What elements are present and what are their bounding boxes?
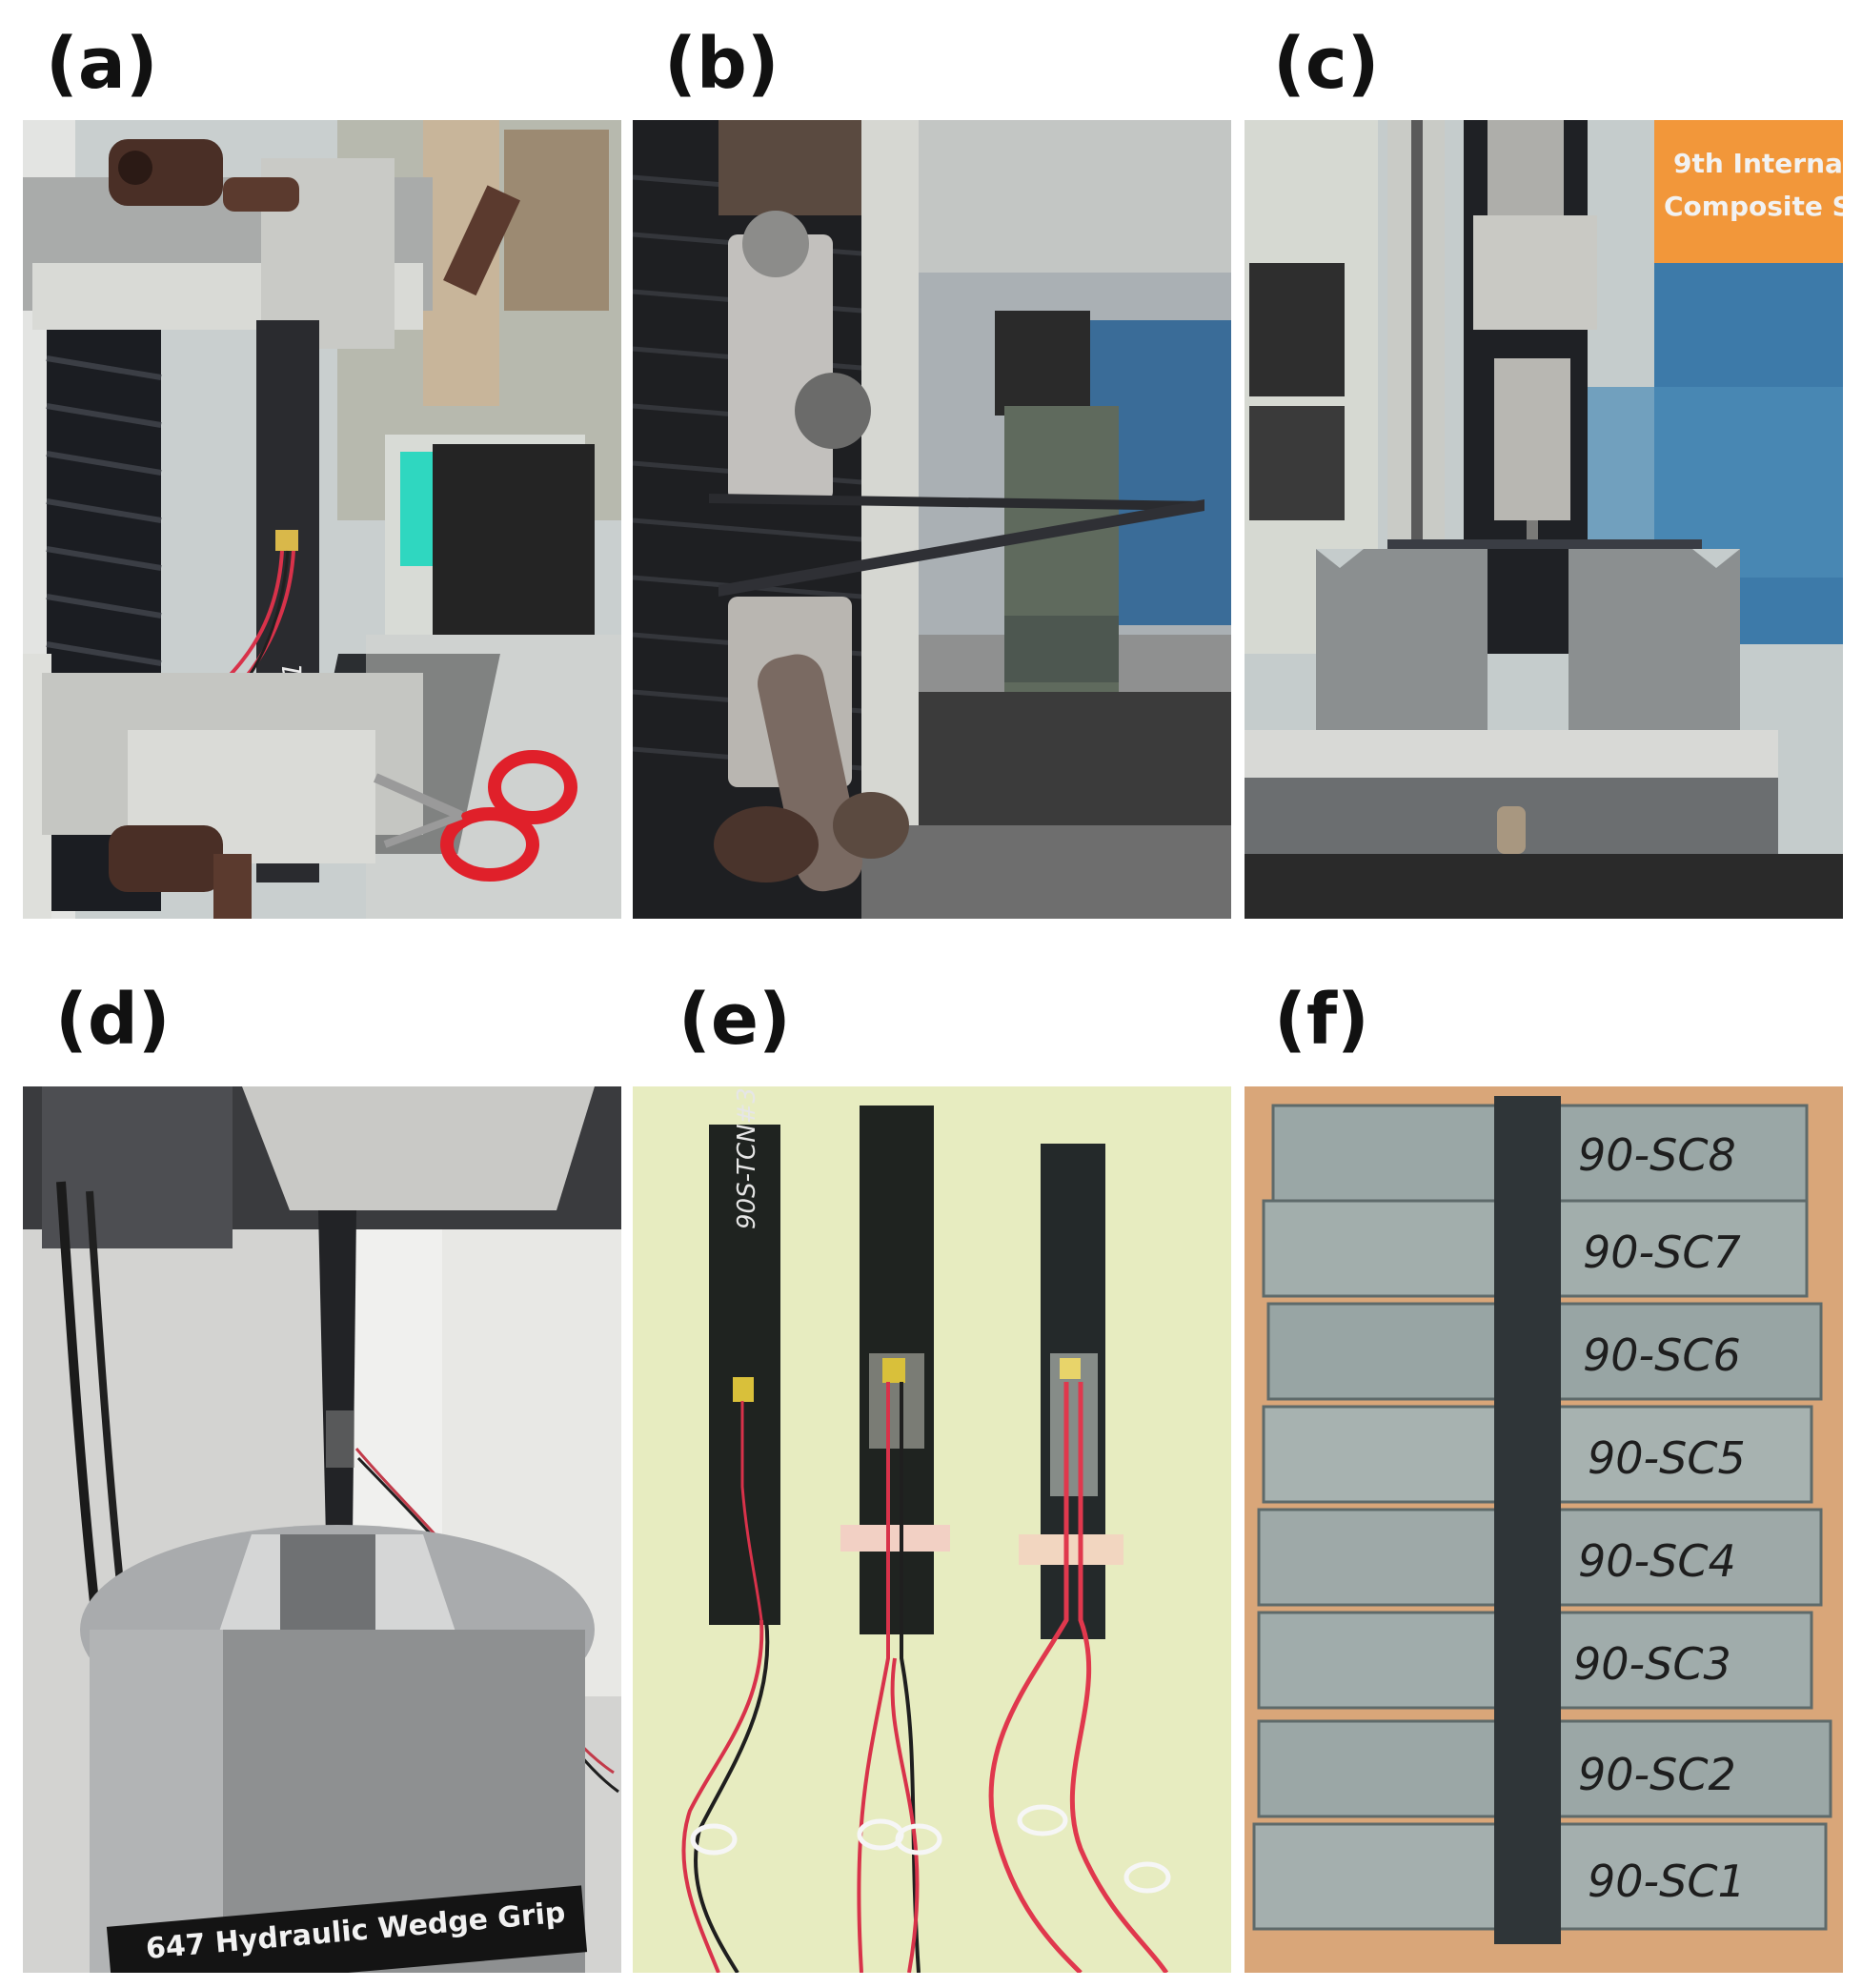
specimen-label: 90-SC4 — [1578, 1535, 1736, 1587]
specimen-label: 90-SC6 — [1583, 1329, 1741, 1381]
specimen-label: 90-SC2 — [1578, 1749, 1736, 1800]
photo-panel-e: 90S-TCN#3 — [633, 1086, 1231, 1973]
poster-text-1: 9th Internatio — [1673, 148, 1843, 179]
specimen-label: 90-SC1 — [1588, 1856, 1746, 1907]
panel-label-b: (b) — [664, 23, 779, 105]
photo-panel-c: 9th Internatio Composite Scie — [1245, 120, 1843, 919]
poster-orange-banner — [1654, 120, 1843, 263]
panel-label-e: (e) — [678, 979, 791, 1061]
specimen-label: 90-SC3 — [1573, 1638, 1731, 1690]
poster-text-2: Composite Scie — [1664, 191, 1843, 222]
specimen-label: 90-SC8 — [1578, 1129, 1736, 1181]
specimen-label: 90-SC5 — [1588, 1432, 1746, 1484]
photo-panel-a: 90S-1 — [23, 120, 621, 919]
photo-panel-d: 647 Hydraulic Wedge Grip — [23, 1086, 621, 1973]
specimen-label: 90-SC7 — [1583, 1227, 1741, 1278]
panel-label-f: (f) — [1274, 979, 1369, 1061]
photo-panel-b — [633, 120, 1231, 919]
specimen-marking-e: 90S-TCN#3 — [733, 1087, 761, 1229]
photo-panel-f: 90-SC8 90-SC7 90-SC6 90-SC5 90-SC4 90-SC… — [1245, 1086, 1843, 1973]
panel-label-a: (a) — [46, 23, 158, 105]
scissors — [373, 750, 577, 882]
panel-label-d: (d) — [55, 979, 171, 1061]
panel-label-c: (c) — [1273, 23, 1380, 105]
